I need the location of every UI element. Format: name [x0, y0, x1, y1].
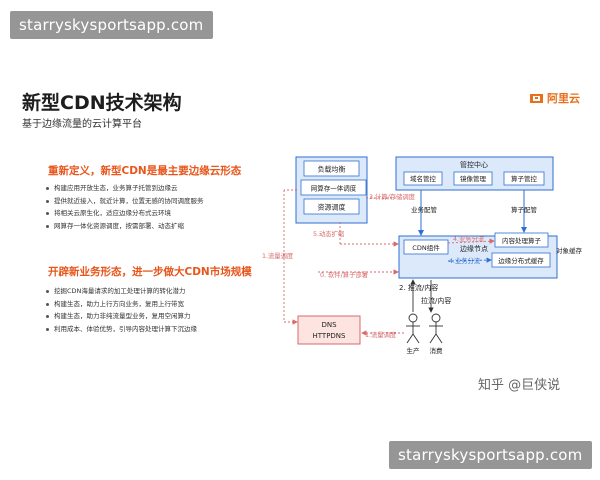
business-shunt-label-2: 4.业务分流	[449, 256, 481, 265]
image-mgmt-box	[453, 171, 493, 186]
dns-box	[297, 315, 361, 345]
content-operator-box	[494, 232, 549, 248]
business-config-label: 业务配管	[411, 205, 438, 214]
cdn-component-label: CDN组件	[412, 243, 440, 252]
business-shunt-arrow-2	[447, 257, 492, 263]
domain-mgmt-label: 域名管控	[410, 174, 437, 183]
page-subtitle: 基于边缘流量的云计算平台	[22, 119, 142, 130]
section1-bullet: 网算存一体化资源调度，按需部署、动态扩缩	[45, 220, 204, 233]
dns-label-line1: DNS	[321, 321, 337, 329]
section2-bullet: 构建生态，助力上行方向业务，复用上行带宽	[45, 298, 197, 311]
section2-bullets: 挖掘CDN海量请求的加工处理计算的转化潜力 构建生态，助力上行方向业务，复用上行…	[45, 285, 197, 335]
unified-scheduler-box	[300, 179, 367, 196]
producer-figure-icon	[406, 313, 420, 344]
zhihu-signature: 知乎 @巨侠说	[478, 378, 561, 393]
push-content-label: 2. 推流/内容	[399, 283, 438, 292]
load-balancer-box	[303, 160, 360, 177]
watermark-bottom: starryskysportsapp.com	[389, 441, 592, 469]
section1-bullet: 构建应用开放生态，业务算子托管到边缘云	[45, 182, 204, 195]
operator-mgmt-box	[503, 171, 545, 186]
operator-mgmt-label: 算子管控	[511, 174, 538, 183]
consumer-label: 消费	[430, 346, 444, 355]
dns-label-line2: HTTPDNS	[313, 332, 347, 340]
watermark-top: starryskysportsapp.com	[10, 11, 213, 39]
flow-schedule-label-h: 1.流量调度	[365, 330, 397, 339]
image-mgmt-label: 镜像管理	[460, 174, 487, 183]
section1-bullet: 将相关云原生化，适应边缘分布式云环境	[45, 207, 204, 220]
edge-cache-label: 边缘分布式缓存	[498, 256, 544, 265]
resource-scheduler-label: 资源调度	[318, 203, 346, 212]
dynamic-scale-label: 5.动态扩缩	[313, 229, 344, 238]
aliyun-logo-icon	[530, 93, 543, 103]
object-cache-label: 对象缓存	[556, 246, 583, 255]
section2-bullet: 利用成本、体验优势，引导内容处理计算下沉边缘	[45, 323, 197, 336]
domain-mgmt-box	[403, 171, 443, 186]
unified-scheduler-label: 网算存一体调度	[311, 184, 357, 193]
edge-cache-box	[491, 252, 551, 268]
load-balancer-label: 负载均衡	[318, 165, 346, 174]
mgmt-center-label: 管控中心	[460, 160, 488, 169]
operator-config-label: 算子配管	[511, 205, 538, 214]
page-title: 新型CDN技术架构	[22, 92, 182, 114]
section1-bullets: 构建应用开放生态，业务算子托管到边缘云 提供就近接入，就近计算，位置无感的协同调…	[45, 182, 204, 232]
section2-bullet: 构建生态，助力非纯流量型业务，复用空闲算力	[45, 310, 197, 323]
compute-schedule-label: 3.计算/存储调度	[369, 192, 416, 201]
section2-heading: 开辟新业务形态，进一步做大CDN市场规模	[48, 266, 252, 278]
producer-label: 生产	[407, 346, 421, 355]
content-operator-label: 内容处理算子	[502, 236, 542, 245]
aliyun-logo-text: 阿里云	[547, 92, 580, 105]
flow-schedule-label-v: 1.流量调度	[262, 251, 294, 260]
cdn-component-box	[403, 239, 449, 255]
software-deploy-label: 0. 软件/算子部署	[320, 270, 368, 279]
section1-heading: 重新定义，新型CDN是最主要边缘云形态	[48, 165, 242, 177]
section1-bullet: 提供就近接入，就近计算，位置无感的协同调度服务	[45, 195, 204, 208]
business-shunt-label-1: 4.业务分流	[453, 234, 485, 243]
resource-scheduler-box	[303, 198, 360, 215]
aliyun-logo: 阿里云	[530, 90, 580, 106]
edge-node-label: 边缘节点	[460, 244, 488, 253]
section2-bullet: 挖掘CDN海量请求的加工处理计算的转化潜力	[45, 285, 197, 298]
pull-content-label: 拉流/内容	[421, 296, 451, 305]
consumer-figure-icon	[429, 313, 443, 344]
